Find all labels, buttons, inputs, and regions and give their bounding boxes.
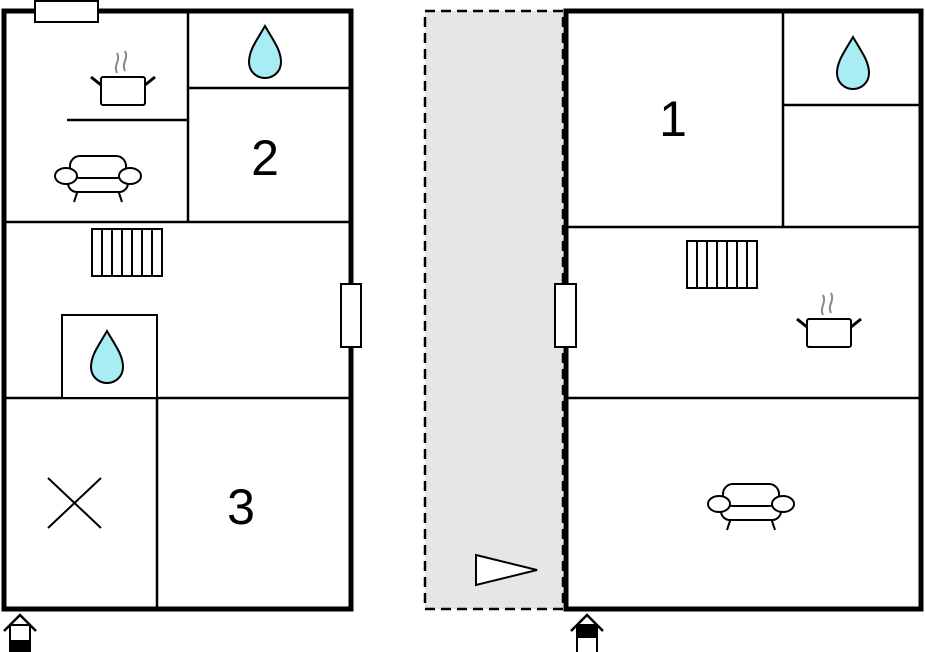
direction-triangle-icon bbox=[475, 553, 538, 587]
room-label-2: 2 bbox=[251, 130, 279, 186]
storage-x-icon bbox=[47, 477, 102, 529]
radiator-icon bbox=[91, 228, 163, 277]
window-icon bbox=[34, 0, 99, 23]
outdoor-terrace-area bbox=[423, 9, 565, 611]
entrance-icon bbox=[2, 613, 38, 652]
left-interior-walls bbox=[4, 11, 351, 609]
entrance-icon bbox=[569, 613, 605, 652]
bathroom-drop-icon bbox=[836, 36, 870, 90]
kitchen-pot-icon bbox=[89, 49, 157, 107]
room-label-3: 3 bbox=[227, 479, 255, 535]
radiator-icon bbox=[686, 240, 758, 289]
bathroom-drop-icon bbox=[248, 25, 282, 79]
left-unit: 2 3 bbox=[1, 0, 362, 652]
right-unit: 1 bbox=[554, 8, 924, 652]
right-interior-walls bbox=[566, 11, 921, 400]
kitchen-pot-icon bbox=[795, 291, 863, 349]
sofa-icon bbox=[54, 155, 142, 203]
window-icon bbox=[554, 283, 577, 348]
room-label-1: 1 bbox=[659, 91, 687, 147]
window-icon bbox=[340, 283, 362, 348]
sofa-icon bbox=[707, 483, 795, 531]
